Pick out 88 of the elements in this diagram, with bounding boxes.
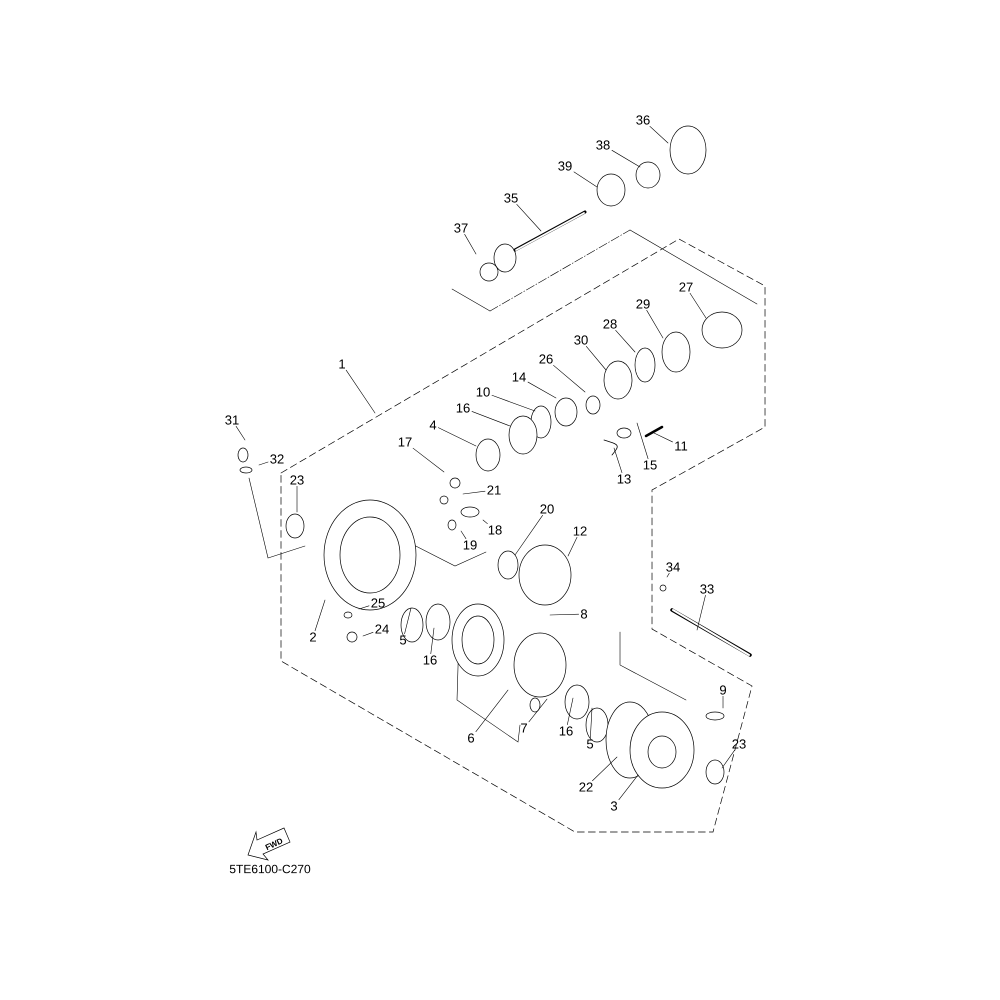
callout-number: 23: [290, 475, 304, 485]
callout-number: 34: [666, 562, 680, 572]
callout-number: 25: [371, 598, 385, 608]
callout-number: 36: [636, 115, 650, 125]
leader-line: [438, 427, 476, 446]
leader-line: [412, 448, 444, 472]
leader-line: [314, 600, 326, 632]
callout-number: 26: [539, 354, 553, 364]
fwd-label: FWD: [265, 838, 282, 850]
callout-number: 11: [675, 442, 688, 450]
callout-number: 19: [464, 540, 477, 550]
leader-line: [650, 126, 668, 144]
leader-line: [258, 462, 268, 466]
leader-line: [514, 515, 543, 556]
callout-number: 3: [610, 801, 618, 811]
callout-number: 37: [454, 223, 468, 233]
callout-number: 14: [512, 372, 526, 382]
callout-number: 16: [456, 403, 470, 413]
leader-line: [362, 632, 374, 636]
callout-number: 9: [720, 685, 726, 695]
callout-number: 30: [574, 335, 588, 345]
callout-number: 13: [618, 474, 631, 484]
leader-line: [460, 530, 466, 539]
callout-number: 7: [521, 724, 527, 732]
leader-line: [346, 370, 376, 414]
leader-line: [236, 426, 246, 440]
callout-number: 24: [375, 624, 389, 634]
callout-number: 18: [488, 525, 502, 535]
leader-line: [430, 628, 434, 654]
leader-line: [462, 490, 486, 494]
leader-line: [646, 310, 664, 338]
callout-number: 8: [580, 609, 588, 619]
leader-line: [592, 756, 618, 782]
leader-line: [358, 606, 370, 610]
leader-line: [482, 520, 488, 524]
leader-line: [464, 234, 476, 254]
leader-line: [636, 422, 648, 460]
callout-number: 10: [476, 387, 490, 397]
callout-number: 31: [225, 415, 239, 425]
callout-number: 1: [339, 360, 345, 368]
leader-line: [618, 774, 638, 800]
callout-number: 5: [586, 739, 594, 749]
leader-line: [567, 698, 574, 725]
callout-number: 38: [596, 140, 610, 150]
callout-number: 2: [310, 632, 316, 642]
callout-number: 39: [558, 161, 572, 171]
callout-number: 23: [732, 739, 746, 749]
callout-number: 33: [700, 584, 714, 594]
callout-number: 32: [270, 454, 284, 464]
leader-line: [553, 365, 586, 392]
leader-line: [654, 432, 673, 442]
callout-number: 4: [430, 420, 436, 430]
callout-number: 28: [603, 319, 617, 329]
leader-line: [666, 573, 670, 578]
leader-line: [516, 204, 542, 232]
callout-number: 17: [398, 438, 412, 446]
leader-line: [614, 448, 622, 473]
callout-number: 16: [424, 655, 437, 665]
leader-line: [574, 172, 598, 188]
callout-number: 5: [400, 635, 406, 645]
leader-line: [472, 411, 510, 426]
leader-line: [476, 690, 508, 732]
leader-line: [568, 536, 578, 556]
leader-line: [586, 346, 606, 370]
callout-number: 22: [579, 782, 593, 792]
callout-number: 27: [679, 282, 693, 292]
callout-number: 6: [468, 733, 474, 743]
callout-number: 29: [636, 299, 650, 309]
leader-line: [615, 330, 636, 352]
leader-line: [722, 750, 735, 768]
leader-line: [528, 698, 548, 722]
leader-line: [528, 382, 556, 398]
leader-line: [696, 595, 706, 630]
callout-number: 12: [574, 526, 587, 536]
leader-line: [404, 608, 412, 634]
leader-line: [690, 292, 706, 318]
leader-line: [590, 708, 592, 738]
callout-number: 20: [540, 504, 554, 514]
leader-line: [492, 394, 536, 412]
leader-line: [612, 150, 640, 168]
leader-line: [296, 486, 298, 512]
drawing-code: 5TE6100-C270: [230, 864, 310, 874]
callout-number: 15: [644, 460, 657, 470]
callout-number: 16: [560, 726, 573, 736]
leader-line: [722, 696, 724, 708]
callout-number: 35: [504, 193, 518, 203]
callout-number: 21: [487, 485, 501, 495]
leader-line: [550, 614, 579, 616]
